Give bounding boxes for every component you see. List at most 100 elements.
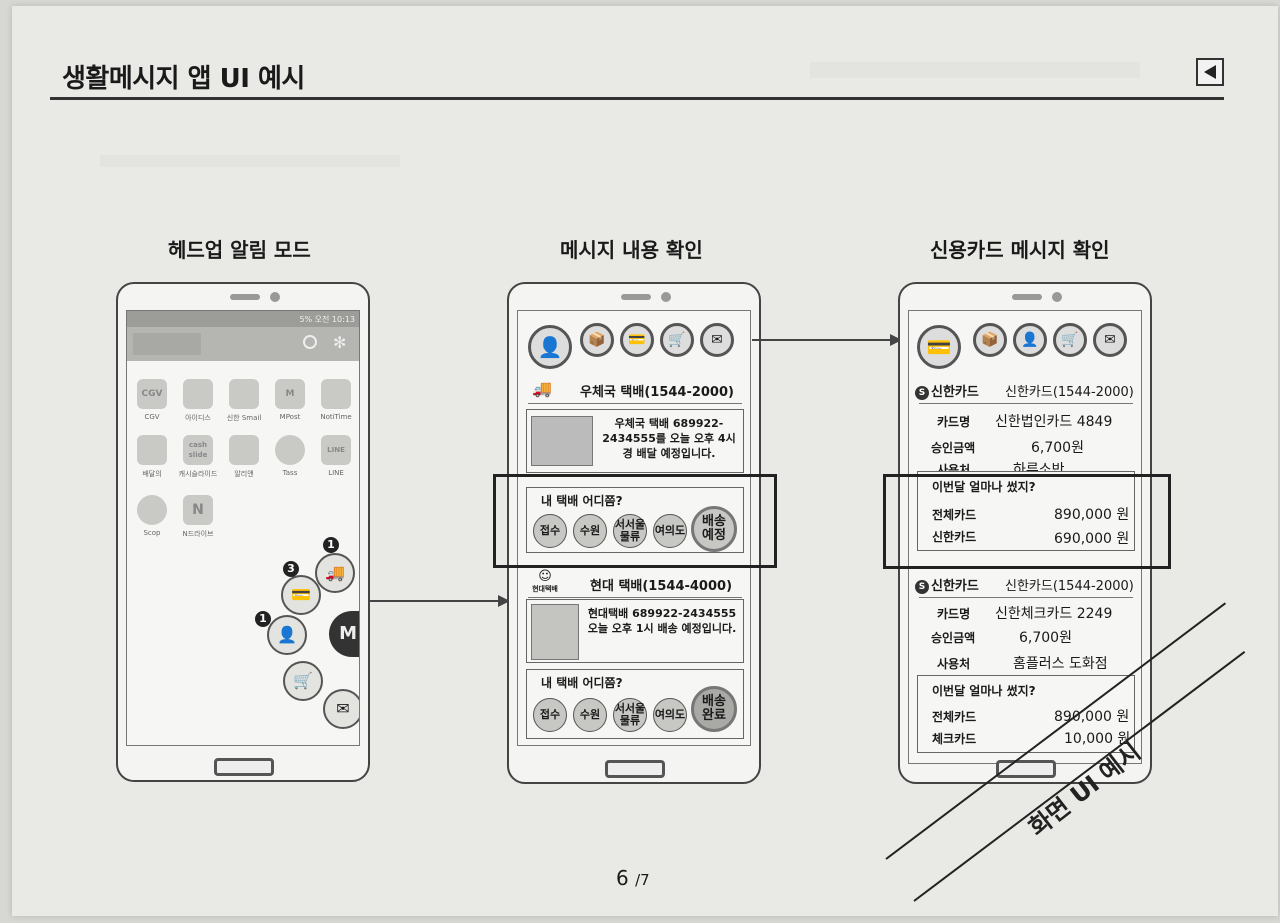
section-title-headup: 헤드업 알림 모드 bbox=[168, 238, 311, 262]
divider bbox=[528, 597, 742, 598]
app-label: MPost bbox=[279, 413, 301, 421]
phone-screen: 👤 📦 💳 🛒 ✉ 🚚 우체국 택배(1544-2000) 우체국 택배 689… bbox=[517, 310, 751, 746]
m-floating-button[interactable]: M bbox=[329, 611, 359, 657]
cart-icon[interactable]: 🛒 bbox=[660, 323, 694, 357]
app-icon[interactable]: LINE LINE bbox=[313, 435, 359, 477]
phone-speaker bbox=[230, 294, 260, 300]
divider bbox=[528, 403, 742, 404]
app-logo bbox=[137, 435, 167, 465]
track-step[interactable]: 수원 bbox=[573, 698, 607, 732]
card-icon[interactable]: 💳 bbox=[620, 323, 654, 357]
app-icon[interactable]: 신한 Smail bbox=[221, 379, 267, 423]
app-icon[interactable]: NotiTime bbox=[313, 379, 359, 421]
headup-shopping-bubble[interactable]: 🛒 bbox=[283, 661, 323, 701]
app-label: 캐시슬라이드 bbox=[178, 470, 218, 478]
app-logo bbox=[321, 379, 351, 409]
message-card: 우체국 택배 689922-2434555를 오늘 오후 4시 경 배달 예정입… bbox=[526, 409, 744, 473]
launcher-tab[interactable] bbox=[133, 333, 201, 355]
track-step[interactable]: 여의도 bbox=[653, 514, 687, 548]
card-icon[interactable]: 💳 bbox=[917, 325, 961, 369]
track-step[interactable]: 접수 bbox=[533, 698, 567, 732]
track-step[interactable]: 수원 bbox=[573, 514, 607, 548]
parcel-icon[interactable]: 📦 bbox=[973, 323, 1007, 357]
app-icon[interactable]: Scop bbox=[129, 495, 175, 537]
cart-icon[interactable]: 🛒 bbox=[1053, 323, 1087, 357]
app-logo: M bbox=[275, 379, 305, 409]
track-step-current[interactable]: 배송 예정 bbox=[691, 506, 737, 552]
bleed-through-text bbox=[100, 155, 400, 167]
app-label: LINE bbox=[328, 469, 344, 477]
title-divider bbox=[50, 97, 1224, 100]
summary-label: 체크카드 bbox=[932, 732, 977, 746]
sender-name: 신한카드(1544-2000) bbox=[1005, 385, 1134, 400]
tracker-box: 내 택배 어디쯤? 접수 수원 서서울 물류 여의도 배송 예정 bbox=[526, 487, 744, 553]
app-logo: LINE bbox=[321, 435, 351, 465]
tracker-title: 내 택배 어디쯤? bbox=[541, 676, 623, 690]
headup-shipping-bubble[interactable]: 🚚 bbox=[315, 553, 355, 593]
search-icon[interactable] bbox=[303, 335, 317, 349]
truck-icon: 🚚 bbox=[325, 563, 345, 582]
row-value: 신한체크카드 2249 bbox=[995, 606, 1113, 622]
parcel-icon[interactable]: 📦 bbox=[580, 323, 614, 357]
app-logo: CGV bbox=[137, 379, 167, 409]
summary-value: 890,000 원 bbox=[1054, 709, 1130, 725]
phone-message-content: 👤 📦 💳 🛒 ✉ 🚚 우체국 택배(1544-2000) 우체국 택배 689… bbox=[507, 282, 761, 784]
app-logo bbox=[275, 435, 305, 465]
app-icon[interactable]: Tass bbox=[267, 435, 313, 477]
app-icon[interactable]: M MPost bbox=[267, 379, 313, 421]
app-label: NotiTime bbox=[320, 413, 352, 421]
flow-arrow bbox=[752, 339, 892, 341]
highlight-frame bbox=[883, 474, 1171, 569]
track-step-current[interactable]: 배송 완료 bbox=[691, 686, 737, 732]
home-button[interactable] bbox=[605, 760, 665, 778]
badge-count: 1 bbox=[323, 537, 339, 553]
phone-speaker bbox=[621, 294, 651, 300]
mail-icon[interactable]: ✉ bbox=[1093, 323, 1127, 357]
tracker-title: 내 택배 어디쯤? bbox=[541, 494, 623, 508]
app-label: 배달의 bbox=[142, 470, 162, 478]
app-label: 아이디스 bbox=[185, 414, 211, 422]
monthly-summary: 이번달 얼마나 썼지? 전체카드 890,000 원 신한카드 690,000 … bbox=[917, 471, 1135, 551]
postman-icon[interactable]: 👤 bbox=[528, 325, 572, 369]
summary-value: 690,000 원 bbox=[1054, 531, 1130, 547]
summary-title: 이번달 얼마나 썼지? bbox=[932, 684, 1036, 698]
row-label: 사용처 bbox=[937, 657, 971, 671]
headup-mail-bubble[interactable]: ✉ bbox=[323, 689, 359, 729]
track-step[interactable]: 서서울 물류 bbox=[613, 698, 647, 732]
app-logo bbox=[229, 435, 259, 465]
home-button[interactable] bbox=[214, 758, 274, 776]
phone-speaker bbox=[1012, 294, 1042, 300]
app-logo bbox=[183, 379, 213, 409]
phone-camera bbox=[270, 292, 280, 302]
app-logo: N bbox=[183, 495, 213, 525]
headup-card-bubble[interactable]: 💳 bbox=[281, 575, 321, 615]
app-icon[interactable]: 알리앤 bbox=[221, 435, 267, 479]
sender-name: 신한카드(1544-2000) bbox=[1005, 579, 1134, 594]
phone-camera bbox=[661, 292, 671, 302]
app-icon[interactable]: 배달의 bbox=[129, 435, 175, 479]
track-step[interactable]: 서서울 물류 bbox=[613, 514, 647, 548]
app-label: N드라이브 bbox=[182, 530, 214, 538]
mail-icon[interactable]: ✉ bbox=[700, 323, 734, 357]
app-icon[interactable]: 아이디스 bbox=[175, 379, 221, 423]
monthly-summary: 이번달 얼마나 썼지? 전체카드 890,000 원 체크카드 10,000 원 bbox=[917, 675, 1135, 753]
bleed-through-text bbox=[810, 62, 1140, 78]
headup-post-bubble[interactable]: 👤 bbox=[267, 615, 307, 655]
tracker-box: 내 택배 어디쯤? 접수 수원 서서울 물류 여의도 배송 완료 bbox=[526, 669, 744, 739]
summary-title: 이번달 얼마나 썼지? bbox=[932, 480, 1036, 494]
track-step[interactable]: 여의도 bbox=[653, 698, 687, 732]
app-icon[interactable]: N N드라이브 bbox=[175, 495, 221, 539]
gear-icon[interactable]: ✻ bbox=[333, 333, 347, 352]
row-value: 홈플러스 도화점 bbox=[1013, 656, 1108, 672]
postman-icon[interactable]: 👤 bbox=[1013, 323, 1047, 357]
summary-value: 10,000 원 bbox=[1064, 731, 1131, 747]
track-step[interactable]: 접수 bbox=[533, 514, 567, 548]
summary-label: 전체카드 bbox=[932, 508, 977, 522]
mail-icon: ✉ bbox=[336, 699, 350, 718]
back-button[interactable] bbox=[1196, 58, 1224, 86]
